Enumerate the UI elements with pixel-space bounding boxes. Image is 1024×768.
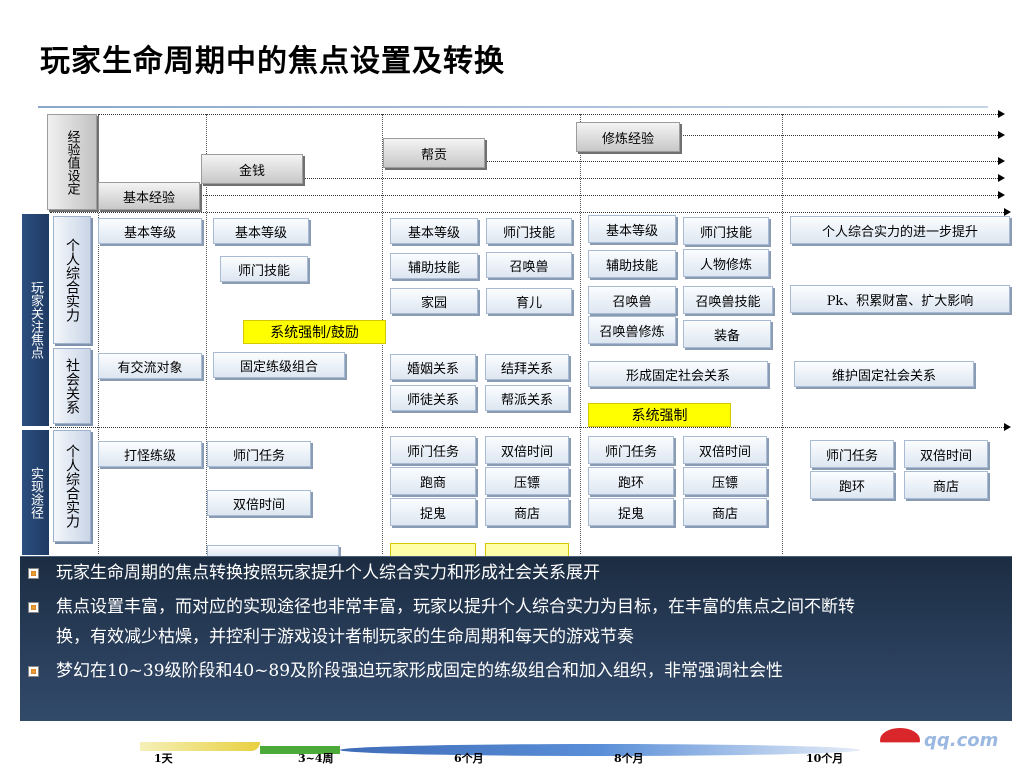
stage3-double-time: 双倍时间 xyxy=(485,436,569,464)
arrow-head-icon xyxy=(998,174,1005,182)
stage5-maintain-social: 维护固定社会关系 xyxy=(794,361,974,387)
stage3-school-skill: 师门技能 xyxy=(486,218,572,244)
timeline-bar xyxy=(260,746,340,754)
timeline-label-2: 3~4周 xyxy=(298,752,334,765)
stage3-home: 家园 xyxy=(390,288,478,314)
summary-line-4: 梦幻在10~39级阶段和40~89及阶段强迫玩家形成固定的练级组合和加入组织，非… xyxy=(56,661,784,681)
stage5-double-time: 双倍时间 xyxy=(904,440,988,468)
arrow-head-icon xyxy=(1004,208,1011,216)
stage3-sworn: 结拜关系 xyxy=(485,354,569,380)
exp-setting-header: 经验值设定 xyxy=(47,114,97,210)
stage3-marriage: 婚姻关系 xyxy=(390,354,476,380)
stage4-aux-skill: 辅助技能 xyxy=(588,250,676,278)
stage3-shop: 商店 xyxy=(485,498,569,526)
contribution-box: 帮贡 xyxy=(383,138,485,168)
stage3-summon: 召唤兽 xyxy=(486,252,572,278)
stage3-escort: 压镖 xyxy=(485,467,569,495)
timeline-label-3: 6个月 xyxy=(454,752,484,765)
stage4-ghost: 捉鬼 xyxy=(588,498,674,526)
watermark-text: qq.com xyxy=(924,730,999,751)
stage3-hidden-callout xyxy=(390,543,476,557)
stage3-guild: 帮派关系 xyxy=(485,385,569,411)
stage5-further-improvement: 个人综合实力的进一步提升 xyxy=(790,216,1010,244)
column-divider xyxy=(580,114,581,554)
exp-arrow-line xyxy=(200,195,998,196)
stage4-summon-skill: 召唤兽技能 xyxy=(683,286,773,314)
stage4-char-cultivation: 人物修炼 xyxy=(683,249,769,277)
stage2-fixed-group: 固定练级组合 xyxy=(213,352,345,378)
system-force-callout: 系统强制 xyxy=(588,403,731,427)
stage3-hidden-callout-2 xyxy=(485,543,569,557)
money-box: 金钱 xyxy=(201,154,303,184)
timeline-label-4: 8个月 xyxy=(614,752,644,765)
bullet-icon xyxy=(28,666,39,677)
stage3-run-business: 跑商 xyxy=(390,467,476,495)
title-divider xyxy=(38,106,988,108)
stage4-shop: 商店 xyxy=(683,498,767,526)
stage4-summon-cultivation: 召唤兽修炼 xyxy=(588,316,676,344)
stage4-summon: 召唤兽 xyxy=(588,286,676,314)
stage4-equipment: 装备 xyxy=(683,320,771,348)
player-focus-label: 玩家关注焦点 xyxy=(22,214,49,426)
stage1-social-target: 有交流对象 xyxy=(98,353,202,379)
arrow-head-icon xyxy=(998,131,1005,139)
stage5-shop: 商店 xyxy=(904,471,988,499)
realization-path-label: 实现途径 xyxy=(22,430,49,555)
stage4-escort: 压镖 xyxy=(683,467,767,495)
stage3-school-task: 师门任务 xyxy=(390,436,476,464)
stage1-basic-level: 基本等级 xyxy=(98,218,202,244)
summary-panel xyxy=(20,556,1012,721)
stage2-double-time: 双倍时间 xyxy=(207,490,311,516)
arrow-head-icon xyxy=(998,157,1005,165)
timeline-bar xyxy=(340,744,860,756)
stage4-school-task: 师门任务 xyxy=(588,436,674,464)
stage2-school-task: 师门任务 xyxy=(207,441,311,467)
summary-line-2: 焦点设置丰富，而对应的实现途径也非常丰富，玩家以提升个人综合实力为目标，在丰富的… xyxy=(56,597,855,617)
basic-exp-box: 基本经验 xyxy=(98,182,200,210)
stage2-school-skill: 师门技能 xyxy=(220,256,308,282)
stage3-child: 育儿 xyxy=(486,288,572,314)
timeline-label-5: 10个月 xyxy=(806,752,844,765)
section-divider xyxy=(50,427,1006,428)
stage4-basic-level: 基本等级 xyxy=(588,215,676,243)
section-divider xyxy=(50,212,1006,213)
timeline-label-1: 1天 xyxy=(154,752,173,765)
arrow-head-icon xyxy=(998,110,1005,118)
stage4-double-time: 双倍时间 xyxy=(683,436,767,464)
stage5-run-loop: 跑环 xyxy=(810,471,894,499)
summary-line-3: 换，有效减少枯燥，并控利于游戏设计者制玩家的生命周期和每天的游戏节奏 xyxy=(56,627,634,647)
exp-arrow-line xyxy=(303,178,998,179)
stage3-aux-skill: 辅助技能 xyxy=(390,253,478,279)
exp-arrow-line xyxy=(485,161,998,162)
stage3-basic-level: 基本等级 xyxy=(390,218,478,244)
exp-arrow-line xyxy=(98,114,998,115)
timeline-bar xyxy=(140,742,260,751)
stage3-master-apprentice: 师徒关系 xyxy=(390,385,476,411)
cultivation-exp-box: 修炼经验 xyxy=(576,122,680,152)
arrow-head-icon xyxy=(998,191,1005,199)
column-divider xyxy=(206,114,207,554)
column-divider xyxy=(98,114,99,554)
summary-line-1: 玩家生命周期的焦点转换按照玩家提升个人综合实力和形成社会关系展开 xyxy=(56,563,600,583)
column-divider xyxy=(782,114,783,554)
personal-strength-category-2: 个人综合实力 xyxy=(53,430,91,542)
stage3-ghost: 捉鬼 xyxy=(390,498,476,526)
arrow-head-icon xyxy=(1004,423,1011,431)
stage5-school-task: 师门任务 xyxy=(810,440,894,468)
stage4-run-loop: 跑环 xyxy=(588,467,674,495)
bullet-icon xyxy=(28,568,39,579)
stage1-monster-leveling: 打怪练级 xyxy=(98,441,202,467)
social-relation-category: 社会关系 xyxy=(53,348,91,424)
stage4-form-social: 形成固定社会关系 xyxy=(588,361,768,387)
stage2-basic-level: 基本等级 xyxy=(213,218,309,244)
personal-strength-category: 个人综合实力 xyxy=(53,216,91,344)
exp-arrow-line xyxy=(680,135,998,136)
system-force-encourage-callout: 系统强制/鼓励 xyxy=(243,320,386,344)
bullet-icon xyxy=(28,602,39,613)
stage4-school-skill: 师门技能 xyxy=(683,217,769,245)
qq-logo-icon xyxy=(880,728,920,743)
page-title: 玩家生命周期中的焦点设置及转换 xyxy=(40,44,505,79)
stage5-pk-wealth-influence: Pk、积累财富、扩大影响 xyxy=(790,285,1010,313)
